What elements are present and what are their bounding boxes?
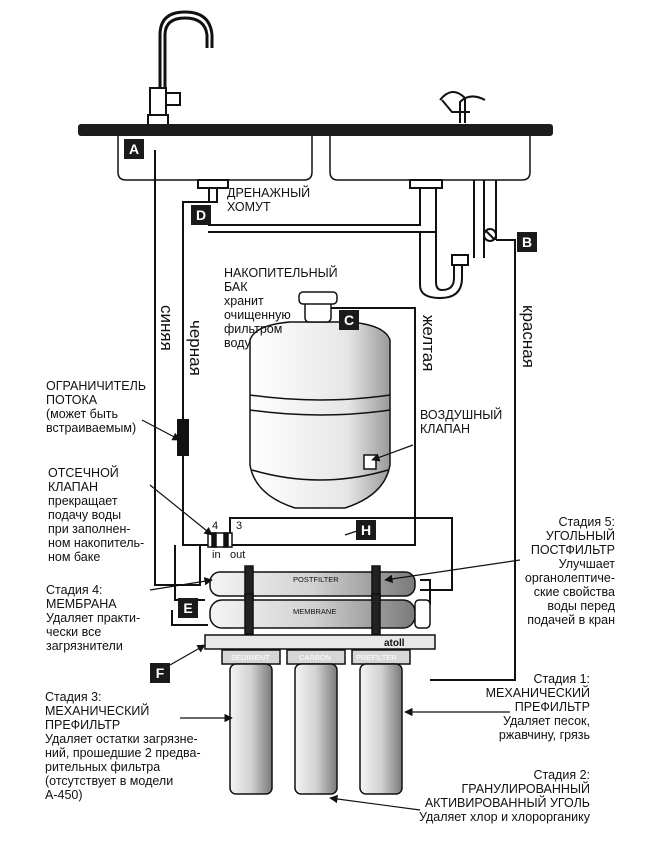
postfilter-label: POSTFILTER bbox=[293, 575, 339, 584]
drain-clamp-label: ДРЕНАЖНЫЙ ХОМУТ bbox=[227, 186, 311, 214]
tube-label-yellow: желтая bbox=[419, 315, 438, 372]
valve-port-3: 3 bbox=[236, 520, 243, 532]
badge-c: C bbox=[339, 310, 359, 330]
badge-a: A bbox=[124, 139, 144, 159]
carbon-label: CARBON bbox=[299, 653, 331, 662]
sink-right bbox=[329, 136, 531, 181]
sediment-label: SEDIMENT bbox=[231, 653, 270, 662]
stage3-label: Стадия 3: МЕХАНИЧЕСКИЙ ПРЕФИЛЬТР Удаляет… bbox=[45, 690, 201, 802]
prefilter-label: PREFILTER bbox=[356, 653, 397, 662]
badge-e: E bbox=[178, 598, 198, 618]
flow-limiter-label: ОГРАНИЧИТЕЛЬ ПОТОКА (может быть встраива… bbox=[46, 379, 147, 435]
valve-port-out: out bbox=[230, 549, 246, 561]
faucet bbox=[147, 10, 214, 126]
tube-label-black: черная bbox=[186, 320, 205, 376]
base-plate: atoll bbox=[204, 634, 436, 650]
brand-logo-text: atoll bbox=[384, 638, 405, 649]
membrane-label: MEMBRANE bbox=[293, 607, 336, 616]
stage4-label: Стадия 4: МЕМБРАНА Удаляет практи- чески… bbox=[46, 583, 141, 653]
membrane-housing: MEMBRANE bbox=[209, 593, 431, 635]
tube-label-red: красная bbox=[519, 305, 538, 368]
badge-d: D bbox=[191, 205, 211, 225]
tank-label: НАКОПИТЕЛЬНЫЙ БАК хранит очищенную фильт… bbox=[224, 266, 338, 350]
carbon-canister: CARBON bbox=[286, 649, 346, 795]
storage-tank bbox=[249, 291, 391, 509]
shutoff-valve bbox=[207, 532, 233, 548]
countertop bbox=[78, 124, 553, 136]
sediment-canister: SEDIMENT bbox=[221, 649, 281, 795]
badge-h: H bbox=[356, 520, 376, 540]
stage2-label: Стадия 2: ГРАНУЛИРОВАННЫЙ АКТИВИРОВАННЫЙ… bbox=[419, 768, 590, 824]
drain-pipe bbox=[197, 179, 497, 300]
sink-left bbox=[117, 136, 313, 181]
tube-label-blue: синяя bbox=[157, 305, 176, 351]
sink-faucet bbox=[439, 91, 486, 123]
stage5-label: Стадия 5: УГОЛЬНЫЙ ПОСТФИЛЬТР Улучшает о… bbox=[524, 515, 615, 627]
valve-port-in: in bbox=[212, 549, 221, 561]
leader-arrows bbox=[141, 419, 521, 811]
badge-b: B bbox=[517, 232, 537, 252]
postfilter-housing: POSTFILTER bbox=[209, 565, 416, 603]
air-valve-label: ВОЗДУШНЫЙ КЛАПАН bbox=[420, 408, 503, 436]
stage1-label: Стадия 1: МЕХАНИЧЕСКИЙ ПРЕФИЛЬТР Удаляет… bbox=[485, 672, 590, 742]
shutoff-valve-label: ОТСЕЧНОЙ КЛАПАН прекращает подачу воды п… bbox=[48, 466, 145, 564]
prefilter-canister: PREFILTER bbox=[351, 649, 411, 795]
valve-port-4: 4 bbox=[212, 520, 219, 532]
badge-f: F bbox=[150, 663, 170, 683]
